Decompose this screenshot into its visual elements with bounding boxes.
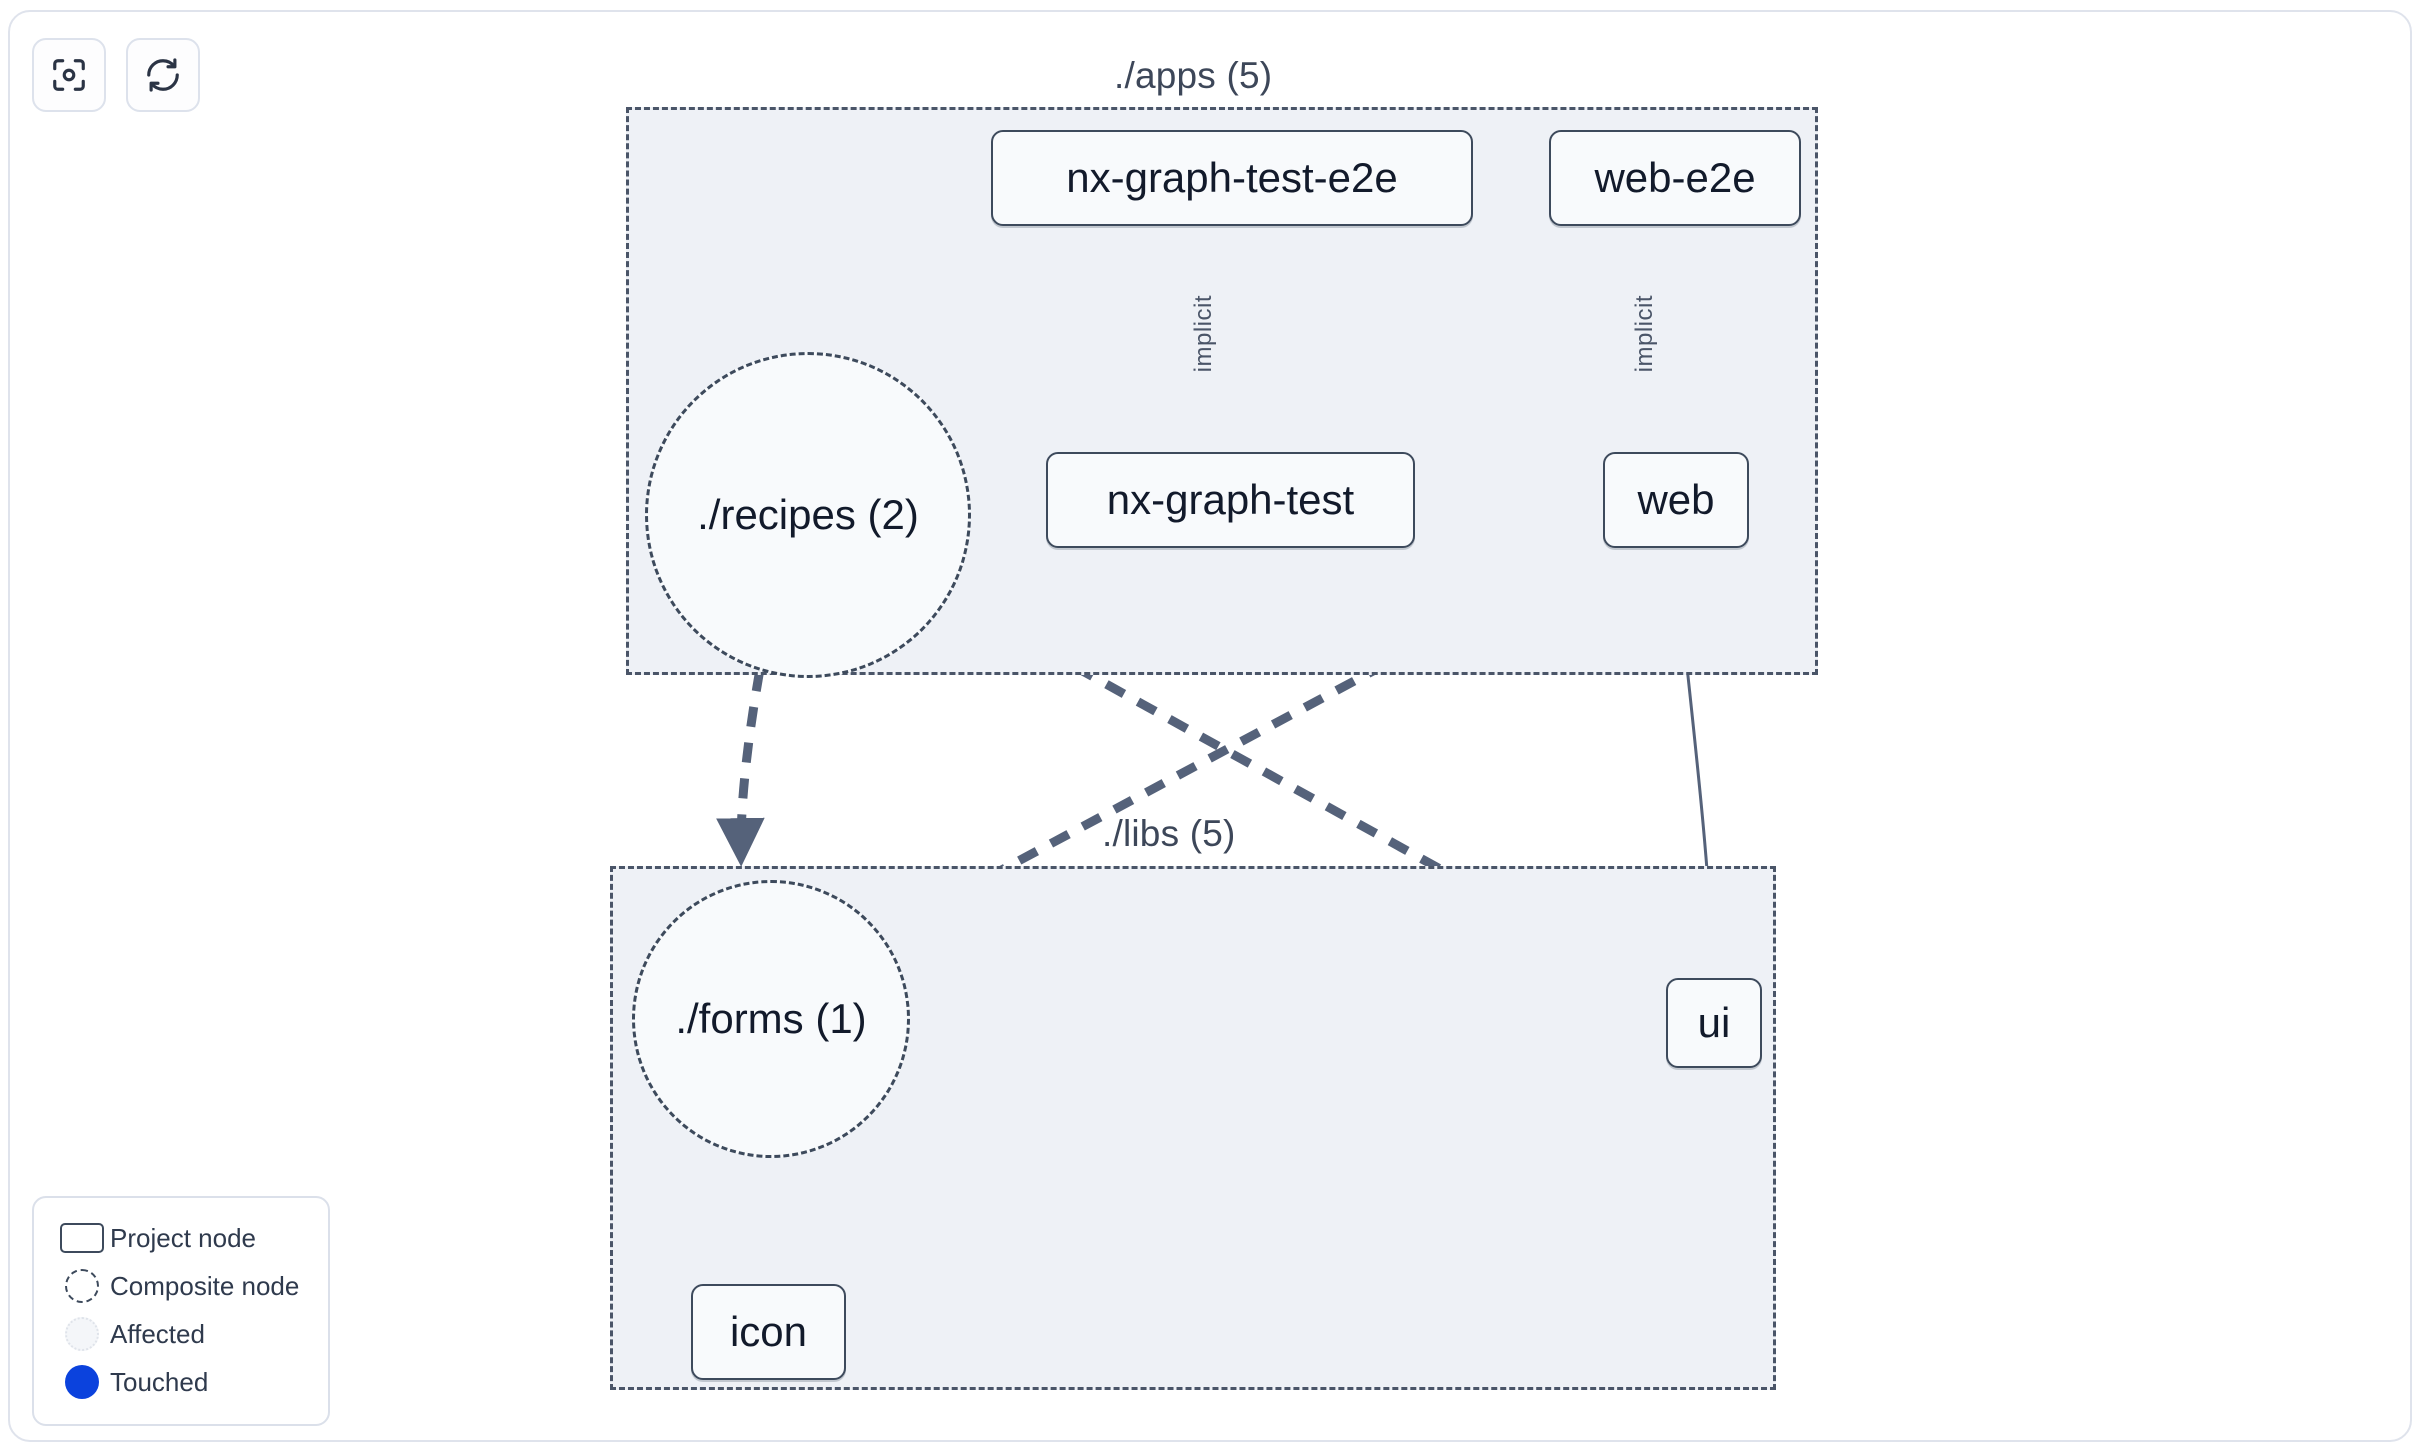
node-label: web [1637,476,1715,523]
legend-label: Touched [110,1366,209,1397]
group-libs-label: ./libs (5) [1102,813,1236,854]
node-label: ./recipes (2) [697,491,919,538]
node-ui[interactable]: ui [1666,978,1762,1068]
node-label: ./forms (1) [675,995,867,1042]
composite-node-swatch [54,1269,110,1303]
node-nx-graph-test-e2e[interactable]: nx-graph-test-e2e [991,130,1473,226]
legend-item-project-node: Project node [54,1214,308,1262]
node-label: icon [729,1308,808,1355]
node-label: nx-graph-test-e2e [1066,154,1398,201]
touched-swatch [54,1365,110,1399]
edge-label-implicit-nx-graph-test: implicit [1190,295,1217,373]
node-recipes[interactable]: ./recipes (2) [645,352,971,678]
node-label: ui [1697,999,1731,1046]
graph-toolbar [32,38,200,112]
legend-label: Composite node [110,1270,300,1301]
project-node-swatch [54,1223,110,1253]
focus-graph-button[interactable] [32,38,106,112]
node-forms[interactable]: ./forms (1) [632,880,910,1158]
node-nx-graph-test[interactable]: nx-graph-test [1046,452,1415,548]
legend-label: Project node [110,1222,256,1253]
refresh-graph-button[interactable] [126,38,200,112]
node-web[interactable]: web [1603,452,1749,548]
legend-label: Affected [110,1318,205,1349]
legend-item-affected: Affected [54,1310,308,1358]
group-apps-label: ./apps (5) [1114,55,1273,96]
node-label: web-e2e [1594,154,1756,201]
node-label: nx-graph-test [1106,476,1355,523]
legend-item-touched: Touched [54,1358,308,1406]
node-icon[interactable]: icon [691,1284,846,1380]
refresh-icon [144,56,182,94]
node-web-e2e[interactable]: web-e2e [1549,130,1801,226]
edge-label-implicit-web: implicit [1631,295,1658,373]
affected-swatch [54,1317,110,1351]
focus-target-icon [50,56,88,94]
graph-legend: Project node Composite node Affected Tou… [32,1196,330,1426]
legend-item-composite-node: Composite node [54,1262,308,1310]
